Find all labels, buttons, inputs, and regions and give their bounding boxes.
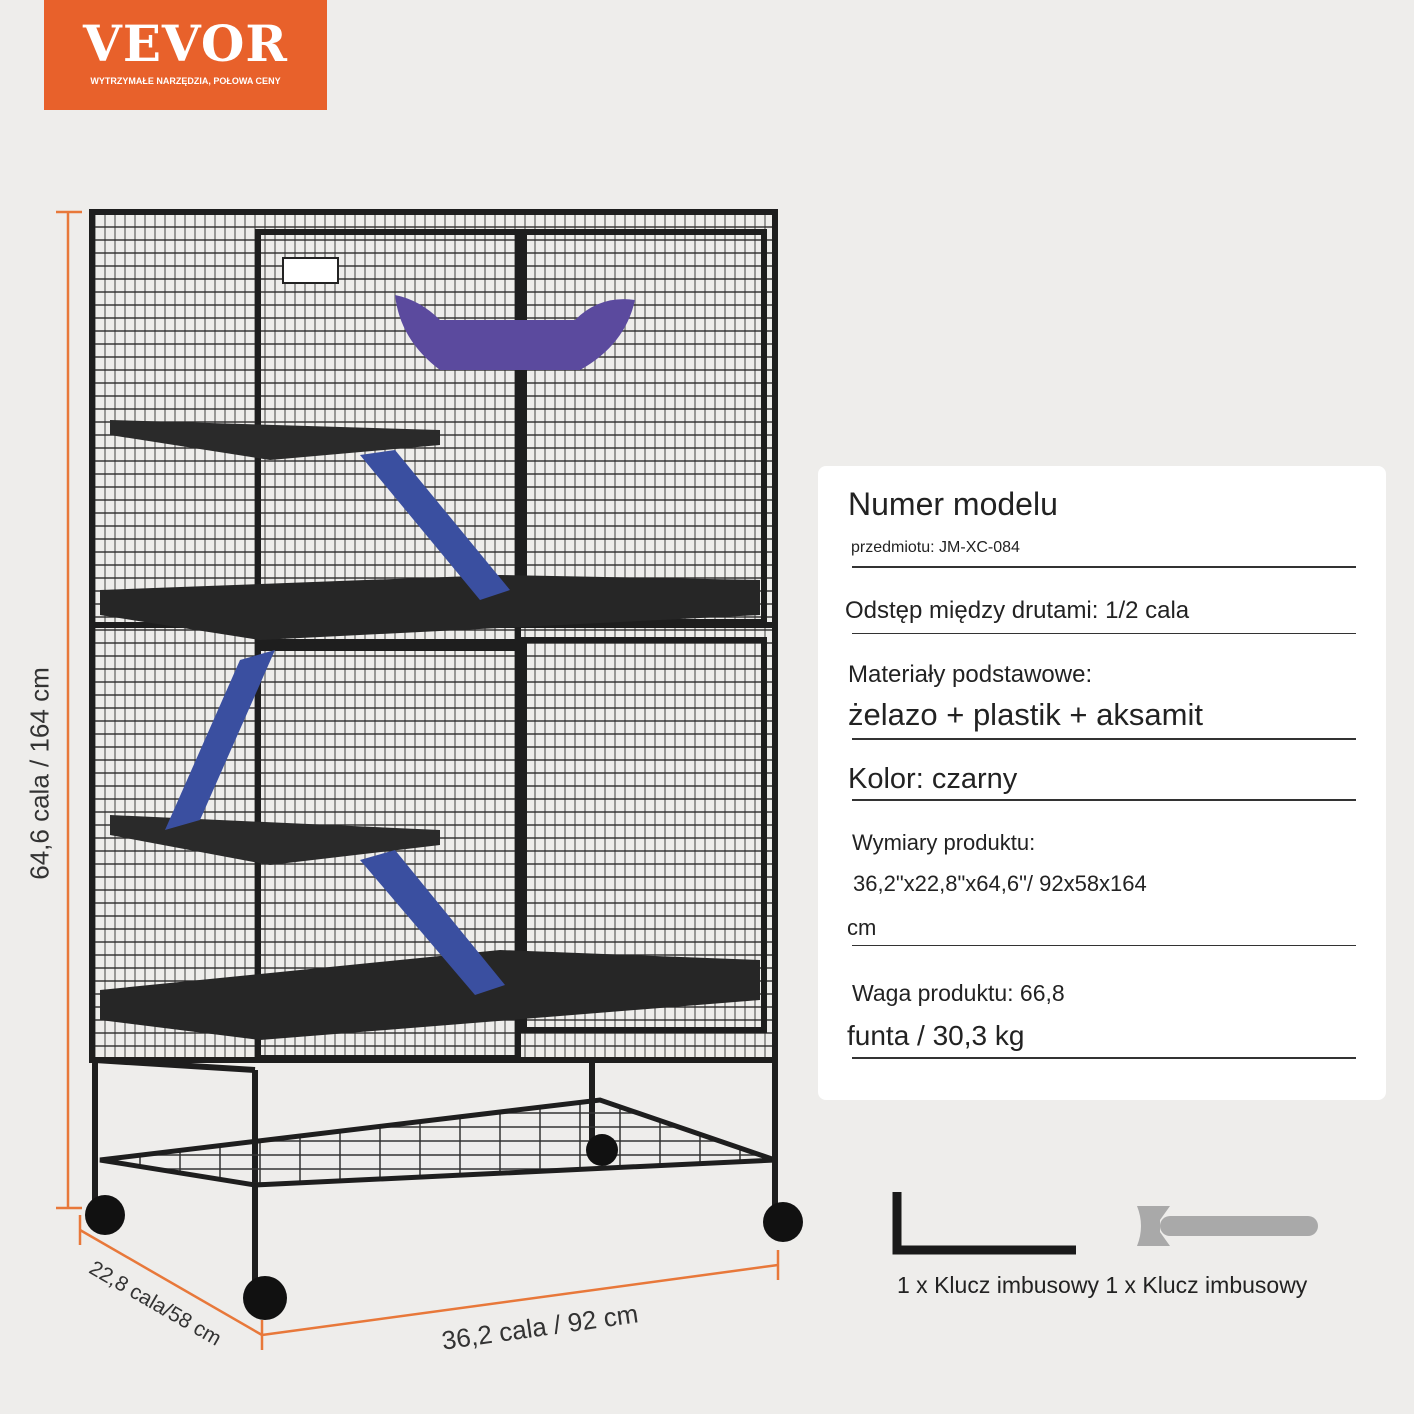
- dims-unit: cm: [847, 915, 877, 940]
- materials-value: żelazo + plastik + aksamit: [848, 697, 1203, 732]
- model-value: przedmiotu: JM-XC-084: [851, 539, 1020, 556]
- hex-key-icon: [892, 1192, 1076, 1255]
- hammock: [395, 295, 635, 370]
- divider: [852, 738, 1356, 740]
- height-dimension-label: 64,6 cala / 164 cm: [24, 667, 55, 880]
- lower-floor-tray: [100, 950, 760, 1040]
- wheels: [85, 1134, 803, 1320]
- vevor-logo: VEVOR WYTRZYMAŁE NARZĘDZIA, POŁOWA CENY: [44, 0, 327, 110]
- weight-label: Waga produktu: 66,8: [852, 980, 1065, 1006]
- upper-floor-tray: [100, 575, 760, 640]
- materials-label: Materiały podstawowe:: [848, 661, 1093, 688]
- divider: [852, 945, 1356, 946]
- bottom-mesh-shelf: [99, 1097, 776, 1188]
- cage: [85, 209, 803, 1320]
- ramp-lower: [360, 850, 505, 995]
- specs-panel: Numer modelu przedmiotu: JM-XC-084 Odstę…: [818, 466, 1386, 1100]
- upper-platform: [110, 420, 440, 460]
- ramp-middle: [165, 650, 275, 830]
- dimension-lines: [56, 210, 780, 1350]
- logo-brand: VEVOR: [83, 14, 288, 73]
- divider: [852, 1057, 1356, 1059]
- cage-label: [282, 257, 339, 284]
- color: Kolor: czarny: [848, 763, 1018, 795]
- wrench-icon: [1137, 1206, 1318, 1246]
- ramp-upper: [360, 450, 510, 600]
- weight-value: funta / 30,3 kg: [847, 1020, 1025, 1051]
- dims-label: Wymiary produktu:: [852, 830, 1036, 855]
- divider: [852, 799, 1356, 801]
- dims-value: 36,2"x22,8"x64,6"/ 92x58x164: [853, 871, 1147, 896]
- wire-spacing: Odstęp między drutami: 1/2 cala: [845, 597, 1190, 624]
- logo-tagline: WYTRZYMAŁE NARZĘDZIA, POŁOWA CENY: [90, 76, 281, 86]
- divider: [852, 633, 1356, 634]
- model-title: Numer modelu: [848, 486, 1058, 522]
- accessories-caption: 1 x Klucz imbusowy 1 x Klucz imbusowy: [897, 1272, 1308, 1298]
- lower-platform: [110, 815, 440, 865]
- divider: [852, 566, 1356, 568]
